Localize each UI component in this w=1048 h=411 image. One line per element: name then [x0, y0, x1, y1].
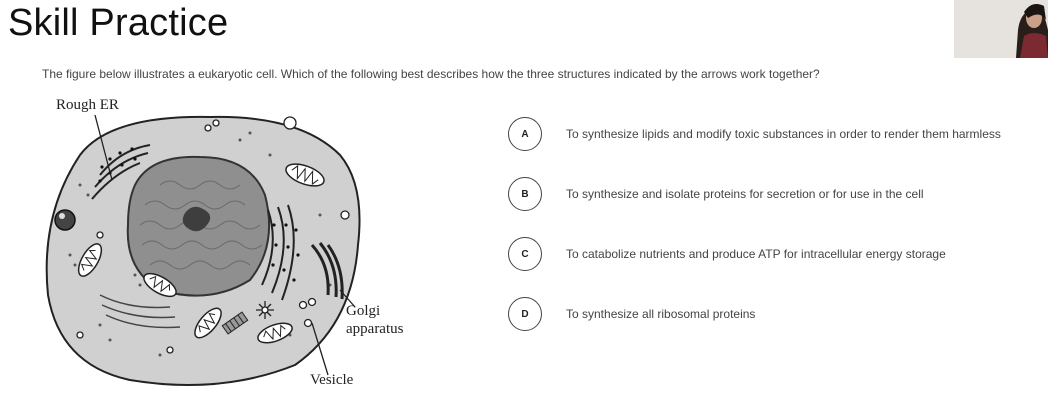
option-b[interactable]: B To synthesize and isolate proteins for… [508, 175, 1038, 213]
option-c-letter[interactable]: C [508, 237, 542, 271]
label-arrows [94, 114, 356, 376]
option-d[interactable]: D To synthesize all ribosomal proteins [508, 295, 1038, 333]
option-b-letter[interactable]: B [508, 177, 542, 211]
option-a-text: To synthesize lipids and modify toxic su… [566, 127, 1001, 141]
cytoplasm-texture [68, 131, 332, 357]
option-a-letter[interactable]: A [508, 117, 542, 151]
label-vesicle: Vesicle [310, 372, 354, 388]
option-d-text: To synthesize all ribosomal proteins [566, 307, 756, 321]
option-b-text: To synthesize and isolate proteins for s… [566, 187, 924, 201]
label-golgi-line2: apparatus [346, 321, 404, 337]
presenter-webcam-thumbnail [954, 0, 1048, 58]
option-a[interactable]: A To synthesize lipids and modify toxic … [508, 115, 1038, 153]
option-c[interactable]: C To catabolize nutrients and produce AT… [508, 235, 1038, 273]
label-rough-er: Rough ER [56, 97, 119, 113]
centriole [221, 311, 249, 335]
centrosome [256, 301, 274, 319]
smooth-er [99, 294, 181, 329]
golgi-apparatus [310, 242, 344, 300]
label-golgi-line1: Golgi [346, 303, 381, 319]
slide-title: Skill Practice [8, 2, 229, 44]
mitochondria [77, 163, 325, 344]
cell-diagram [45, 114, 361, 386]
option-d-letter[interactable]: D [508, 297, 542, 331]
lysosome [54, 209, 76, 231]
eukaryotic-cell-figure: Rough ER Golgi apparatus Vesicle [40, 95, 420, 400]
question-text: The figure below illustrates a eukaryoti… [42, 67, 820, 81]
presenter-image [954, 0, 1048, 58]
vesicles [76, 116, 350, 354]
option-c-text: To catabolize nutrients and produce ATP … [566, 247, 946, 261]
nucleolus [182, 206, 211, 232]
